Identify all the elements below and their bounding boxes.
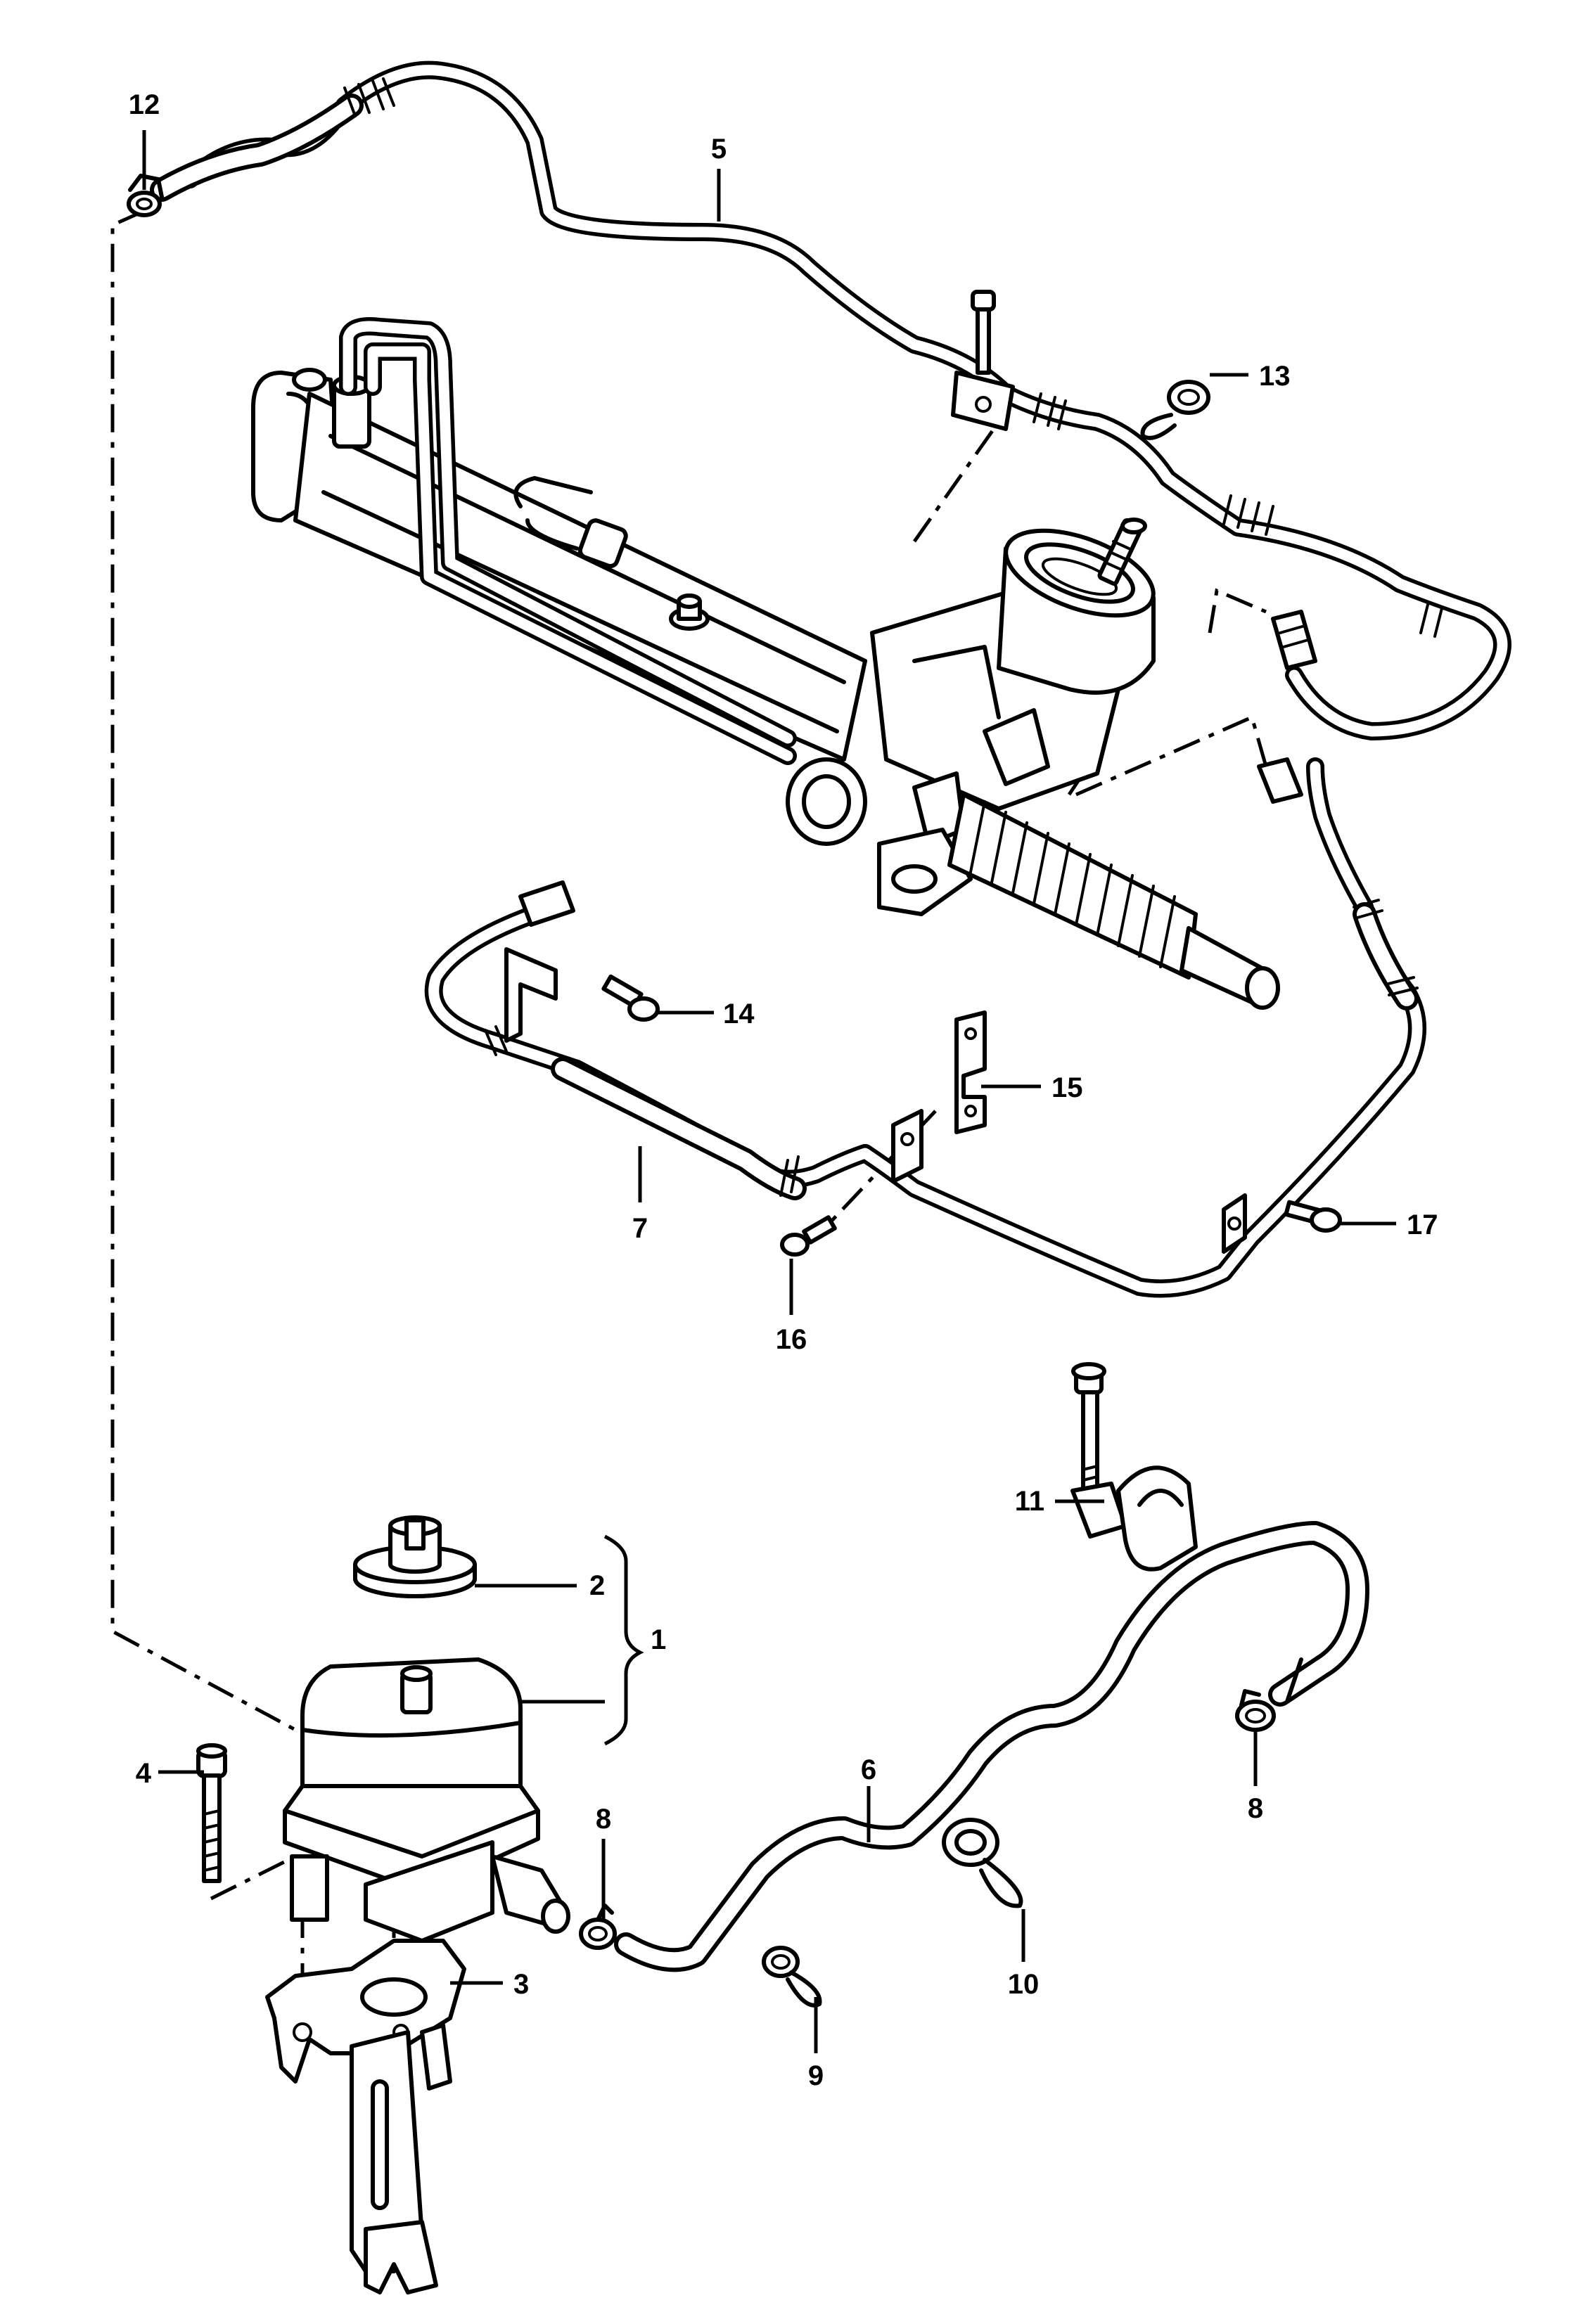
callout-5: 5 [711,134,727,165]
callout-2: 2 [589,1570,605,1601]
hose-clamp-13[interactable] [1140,380,1210,440]
callout-labels: 12 5 13 14 15 7 16 17 11 2 1 3 4 6 8 8 9… [129,89,1438,2091]
hose-clamp-10[interactable] [942,1818,1023,1908]
callout-4: 4 [136,1758,152,1789]
hose-clamp-8-right[interactable] [1235,1689,1276,1732]
reservoir-cap-2[interactable] [353,1515,477,1598]
callout-8-right: 8 [1248,1793,1263,1824]
callout-15: 15 [1051,1072,1083,1103]
pressure-line-5[interactable] [150,60,1511,740]
callout-10: 10 [1008,1969,1040,2000]
callout-16: 16 [776,1324,807,1355]
bolt-4[interactable] [196,1743,227,1883]
callout-7: 7 [632,1213,648,1244]
supply-hose-6[interactable] [614,1521,1369,1972]
steering-rack[interactable] [251,317,1280,1010]
callout-1: 1 [651,1624,666,1655]
callout-11: 11 [1015,1486,1044,1517]
leader-lines [142,130,1396,2053]
bolt-14[interactable] [601,974,660,1022]
reservoir-1[interactable] [283,1657,570,1943]
bolt-16[interactable] [780,1215,837,1257]
callout-12: 12 [129,89,160,120]
hose-clamp-8-reservoir[interactable] [579,1904,617,1950]
callout-6: 6 [861,1754,876,1785]
bolt-line-5[interactable] [971,290,996,375]
bolt-17[interactable] [1284,1200,1342,1233]
bracket-15[interactable] [954,1010,987,1134]
reservoir-bracket-3[interactable] [265,1939,466,2294]
callout-14: 14 [723,999,755,1029]
clamp-with-bolt-11[interactable] [1070,1362,1198,1572]
callout-9: 9 [808,2060,824,2091]
callout-13: 13 [1259,361,1291,392]
callout-17: 17 [1407,1209,1438,1240]
callout-3: 3 [513,1969,529,2000]
return-line-7[interactable] [424,757,1426,1298]
callout-8-reservoir: 8 [596,1804,611,1835]
hose-clamp-9[interactable] [762,1946,822,2008]
hose-clamp-12[interactable] [127,174,164,217]
